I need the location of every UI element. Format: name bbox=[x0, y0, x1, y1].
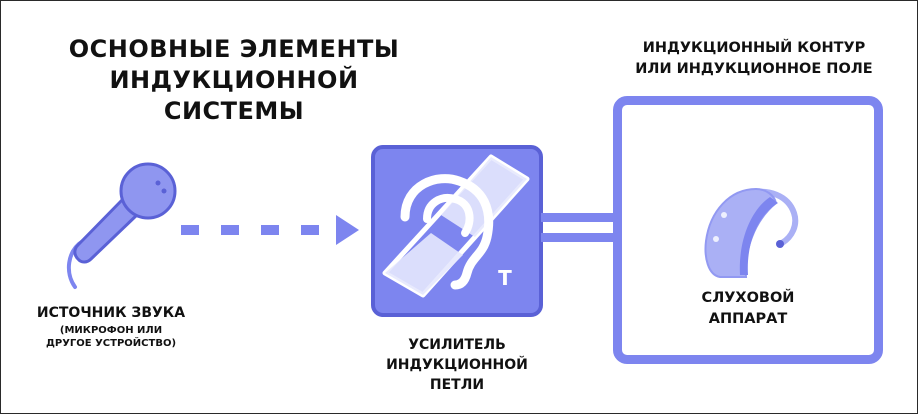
loop-wires bbox=[541, 213, 621, 242]
microphone-icon bbox=[66, 162, 177, 289]
amplifier-label-line-3: ПЕТЛИ bbox=[429, 377, 485, 393]
hearing-aid-label-line-2: АППАРАТ bbox=[708, 311, 788, 327]
sound-source-sub-line-1: (МИКРОФОН ИЛИ bbox=[59, 325, 163, 336]
hearing-aid-label-line-1: СЛУХОВОЙ bbox=[701, 290, 795, 306]
ear-icon bbox=[400, 174, 494, 290]
amplifier-label-line-2: ИНДУКЦИОННОЙ bbox=[386, 357, 528, 373]
sound-source-sub-line-2: ДРУГОЕ УСТРОЙСТВО) bbox=[45, 338, 177, 349]
dashed-arrow-icon bbox=[181, 215, 359, 245]
amplifier-label: УСИЛИТЕЛЬ ИНДУКЦИОННОЙ ПЕТЛИ bbox=[371, 335, 543, 395]
induction-field-title: ИНДУКЦИОННЫЙ КОНТУР ИЛИ ИНДУКЦИОННОЕ ПОЛ… bbox=[609, 38, 899, 80]
diagram-title: ОСНОВНЫЕ ЭЛЕМЕНТЫ ИНДУКЦИОННОЙ СИСТЕМЫ bbox=[39, 34, 429, 127]
field-title-line-1: ИНДУКЦИОННЫЙ КОНТУР bbox=[642, 40, 866, 56]
sound-source-label: ИСТОЧНИК ЗВУКА bbox=[36, 305, 186, 321]
amplifier-t-badge: T bbox=[498, 266, 512, 290]
sound-source-sublabel: (МИКРОФОН ИЛИ ДРУГОЕ УСТРОЙСТВО) bbox=[16, 324, 206, 350]
hearing-aid-icon bbox=[704, 187, 799, 278]
hearing-aid-label: СЛУХОВОЙ АППАРАТ bbox=[621, 288, 875, 330]
title-line-1: ОСНОВНЫЕ ЭЛЕМЕНТЫ bbox=[68, 35, 400, 63]
title-line-2: ИНДУКЦИОННОЙ СИСТЕМЫ bbox=[109, 66, 359, 125]
loop-amplifier bbox=[371, 145, 543, 317]
field-title-line-2: ИЛИ ИНДУКЦИОННОЕ ПОЛЕ bbox=[635, 61, 873, 77]
amplifier-label-line-1: УСИЛИТЕЛЬ bbox=[408, 337, 506, 353]
